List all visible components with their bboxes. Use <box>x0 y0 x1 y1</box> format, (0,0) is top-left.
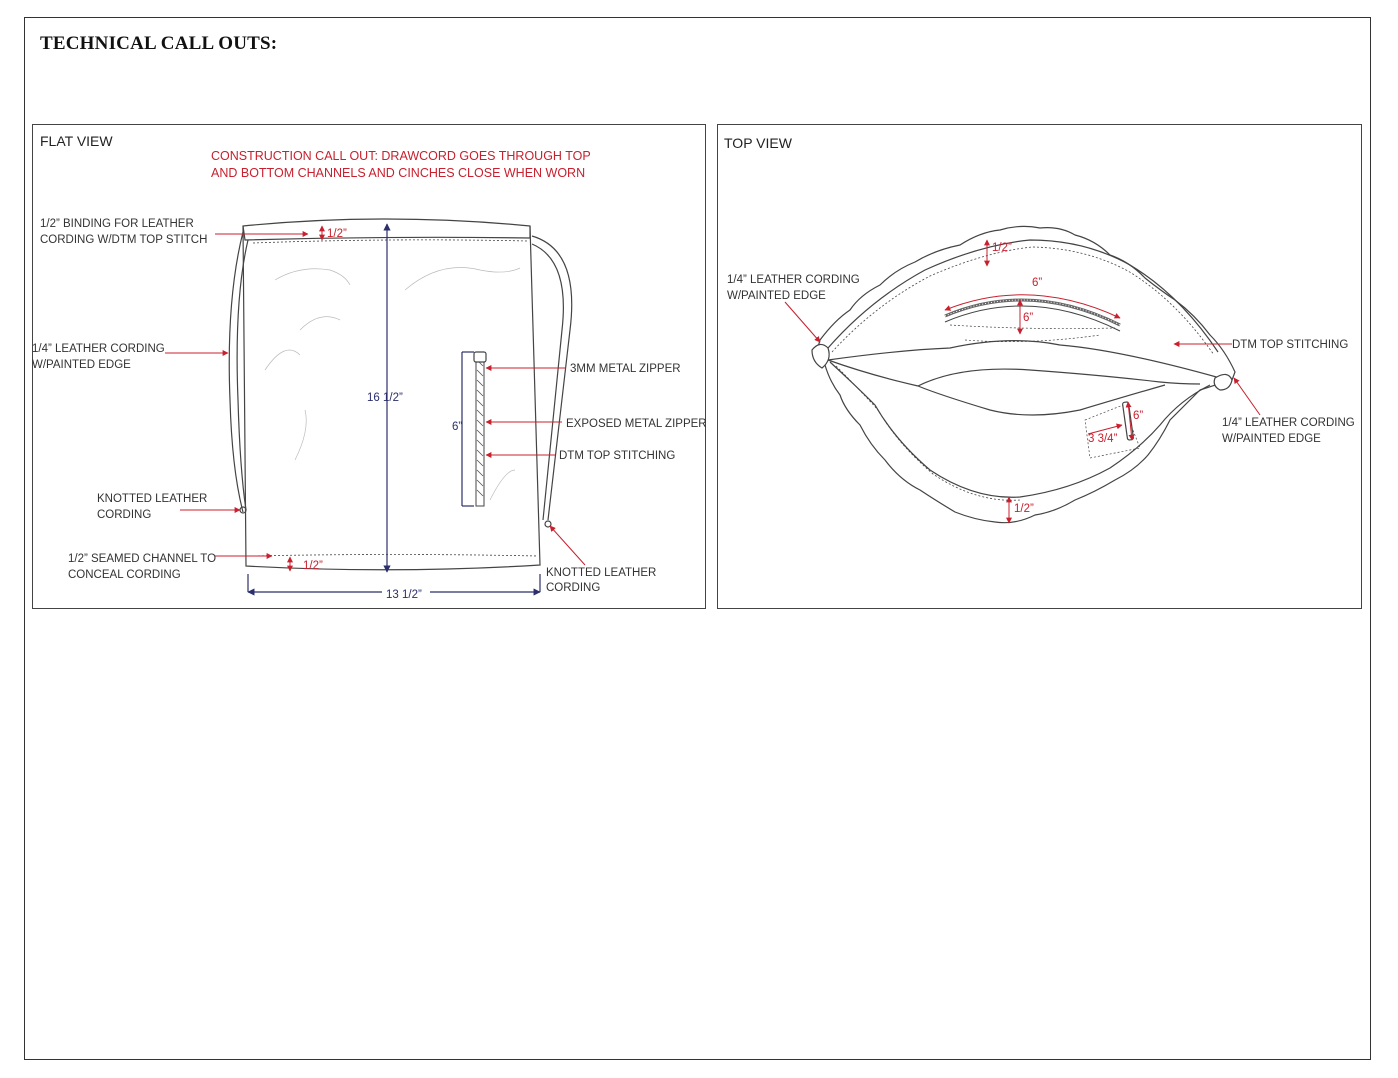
cording-label-line2: W/PAINTED EDGE <box>32 359 131 371</box>
pocket-width-dim: 3 3/4” <box>1088 433 1118 445</box>
top-bag-drawing <box>811 225 1236 524</box>
flat-leaders <box>165 225 586 572</box>
top-cording-left-line1: 1/4” LEATHER CORDING <box>727 274 860 286</box>
flat-bottom-channel-dim: 1/2” <box>303 560 323 572</box>
flat-top-binding-dim: 1/2” <box>327 228 347 240</box>
flat-view-title: FLAT VIEW <box>40 133 113 149</box>
top-dtm-stitching-label: DTM TOP STITCHING <box>1232 339 1348 351</box>
channel-label-line1: 1/2” SEAMED CHANNEL TO <box>68 553 216 565</box>
flat-view-panel <box>32 124 706 609</box>
page-title: TECHNICAL CALL OUTS: <box>40 33 278 54</box>
top-leaders <box>784 239 1261 524</box>
knot-left-label-line2: CORDING <box>97 509 151 521</box>
flat-zipper-dim: 6” <box>452 421 462 433</box>
knot-right-label-line2: CORDING <box>546 582 600 594</box>
top-view-title: TOP VIEW <box>724 135 792 151</box>
pocket-height-dim: 6” <box>1133 410 1143 422</box>
knot-left-label-line1: KNOTTED LEATHER <box>97 493 207 505</box>
spec-sheet-border <box>24 17 1371 1060</box>
top-view-panel <box>717 124 1362 609</box>
zipper-depth-dim: 6” <box>1023 312 1033 324</box>
top-cording-left-line2: W/PAINTED EDGE <box>727 290 826 302</box>
binding-label-line1: 1/2” BINDING FOR LEATHER <box>40 218 194 230</box>
flat-bag-drawing <box>228 218 573 571</box>
top-cording-right-line1: 1/4” LEATHER CORDING <box>1222 417 1355 429</box>
knot-right-label-line1: KNOTTED LEATHER <box>546 567 656 579</box>
cording-label-line1: 1/4” LEATHER CORDING <box>32 343 165 355</box>
flat-dimensions <box>247 223 541 596</box>
channel-label-line2: CONCEAL CORDING <box>68 569 181 581</box>
zipper-exposed-label: EXPOSED METAL ZIPPER <box>566 418 707 430</box>
construction-callout-line1: CONSTRUCTION CALL OUT: DRAWCORD GOES THR… <box>211 149 591 163</box>
dtm-stitching-label: DTM TOP STITCHING <box>559 450 675 462</box>
bottom-rim-dim: 1/2” <box>1014 503 1034 515</box>
binding-label-line2: CORDING W/DTM TOP STITCH <box>40 234 207 246</box>
zipper-3mm-label: 3MM METAL ZIPPER <box>570 363 681 375</box>
zipper-length-dim: 6” <box>1032 277 1042 289</box>
top-rim-dim: 1/2” <box>992 242 1012 254</box>
flat-width-dim: 13 1/2” <box>386 589 422 601</box>
top-cording-right-line2: W/PAINTED EDGE <box>1222 433 1321 445</box>
flat-height-dim: 16 1/2” <box>367 392 403 404</box>
construction-callout-line2: AND BOTTOM CHANNELS AND CINCHES CLOSE WH… <box>211 166 585 180</box>
